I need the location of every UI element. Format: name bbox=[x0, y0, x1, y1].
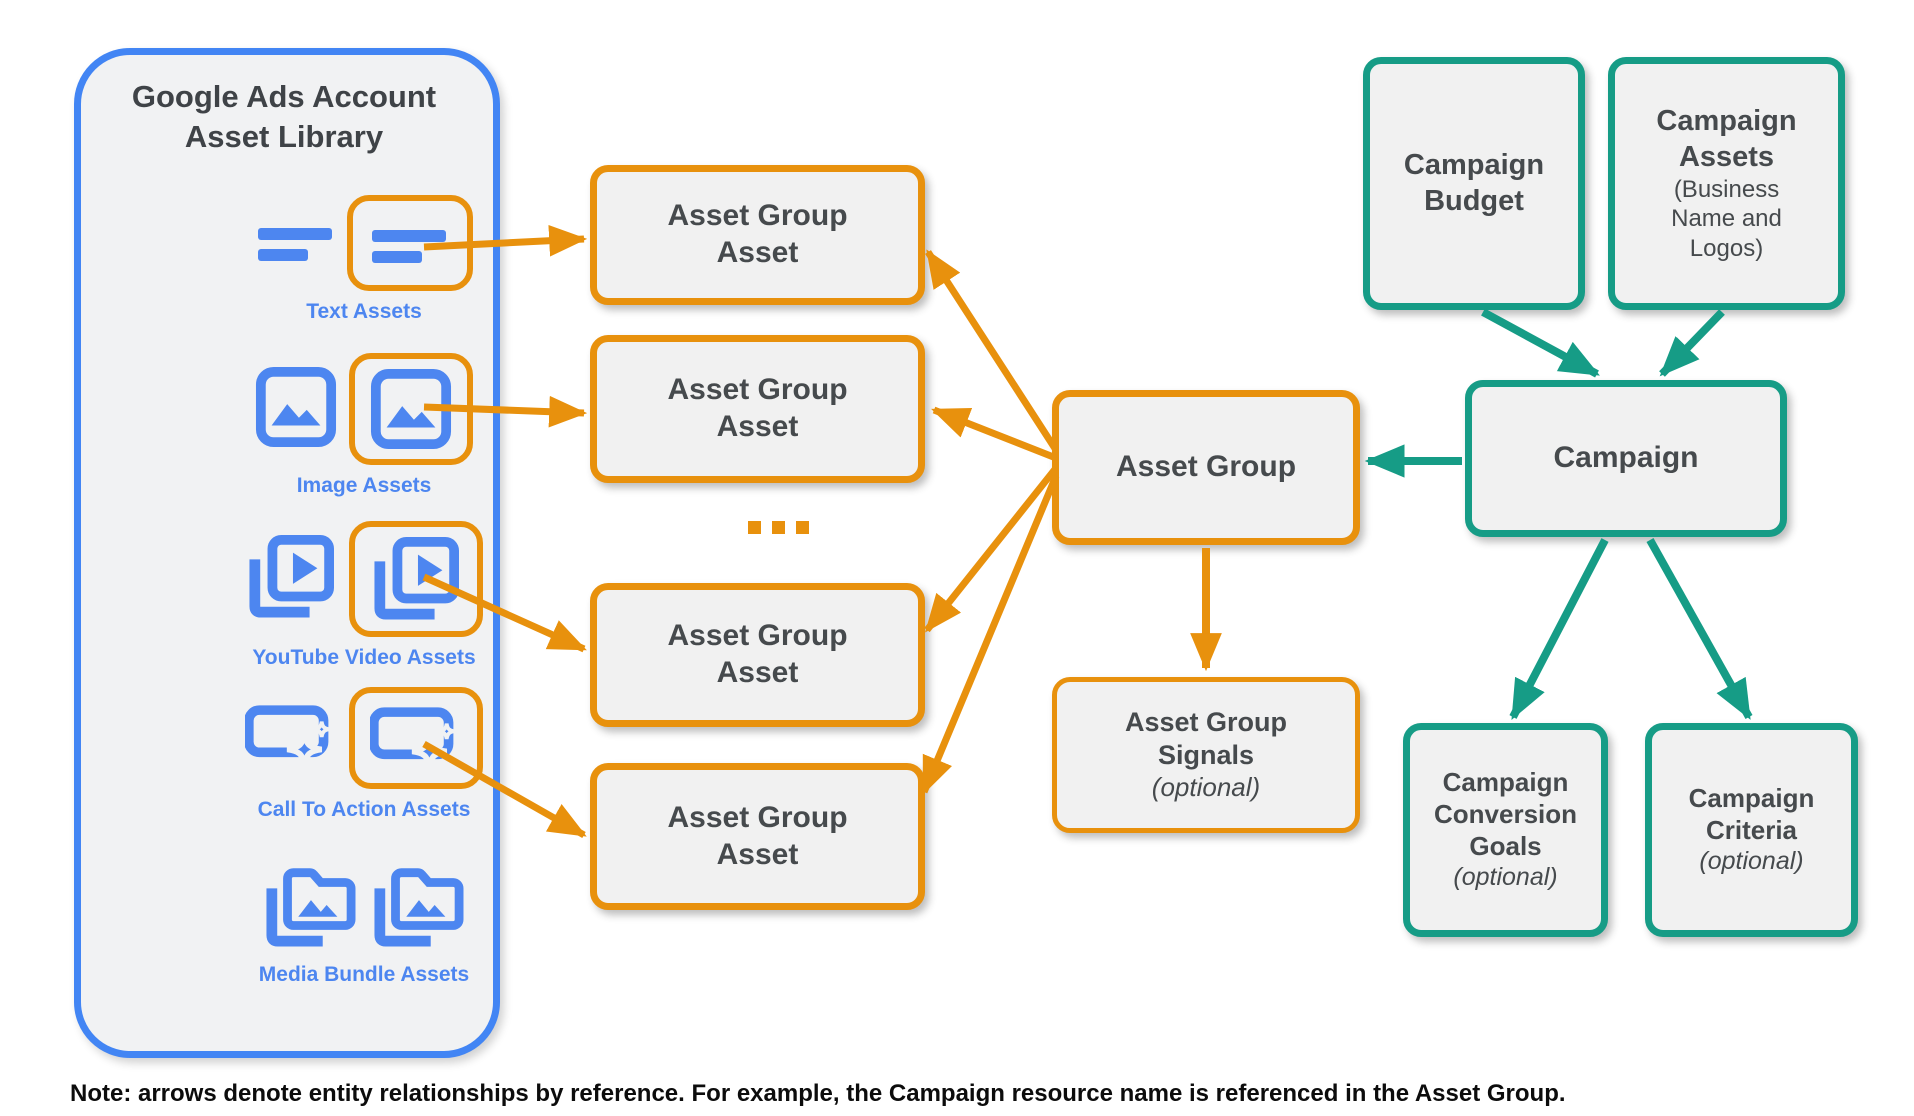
campaign-conversion-goals-qualifier: (optional) bbox=[1453, 863, 1558, 892]
media-bundle-assets-label: Media Bundle Assets bbox=[258, 963, 470, 986]
campaign-criteria-label: Campaign Criteria bbox=[1688, 783, 1815, 845]
library-row-video-assets: YouTube Video Assets bbox=[209, 521, 519, 670]
arrow-asset-group-to-asset-group-asset-4 bbox=[920, 474, 1060, 795]
cta-sparkle-icon-selected bbox=[349, 687, 483, 789]
library-row-image-assets: Image Assets bbox=[209, 353, 519, 498]
media-bundle-folder-icon bbox=[262, 859, 358, 954]
arrow-asset-group-to-asset-group-asset-2 bbox=[931, 406, 1058, 462]
text-lines-icon-selected bbox=[347, 195, 473, 291]
campaign-conversion-goals-label: Campaign Conversion Goals bbox=[1433, 767, 1578, 861]
campaign-assets-label: Campaign Assets bbox=[1656, 105, 1797, 173]
asset-group-asset-box-2: Asset Group Asset bbox=[590, 335, 925, 483]
library-row-media-bundle-assets: Media Bundle Assets bbox=[209, 859, 519, 987]
video-assets-label: YouTube Video Assets bbox=[252, 646, 476, 669]
arrow-campaign-budget-to-campaign bbox=[1481, 308, 1600, 378]
arrow-campaign-to-criteria bbox=[1646, 538, 1753, 720]
cta-sparkle-icon bbox=[244, 700, 337, 777]
cta-assets-icons bbox=[244, 687, 483, 789]
asset-group-signals-label: Asset Group Signals bbox=[1124, 707, 1288, 771]
video-stack-icon bbox=[245, 534, 337, 625]
video-assets-icons bbox=[245, 521, 483, 637]
ellipsis-dots bbox=[748, 521, 809, 534]
asset-group-signals-box: Asset Group Signals (optional) bbox=[1052, 677, 1360, 833]
asset-library-title: Google Ads Account Asset Library bbox=[131, 79, 437, 154]
library-row-cta-assets: Call To Action Assets bbox=[209, 687, 519, 822]
image-assets-icons bbox=[255, 353, 473, 465]
image-icon-selected bbox=[349, 353, 473, 465]
asset-group-asset-label: Asset Group Asset bbox=[667, 800, 848, 871]
asset-group-asset-box-3: Asset Group Asset bbox=[590, 583, 925, 727]
campaign-label: Campaign bbox=[1553, 441, 1699, 475]
asset-group-asset-box-4: Asset Group Asset bbox=[590, 763, 925, 910]
asset-group-asset-label: Asset Group Asset bbox=[667, 373, 848, 443]
campaign-budget-label: Campaign Budget bbox=[1403, 149, 1545, 217]
arrow-campaign-to-conversion-goals bbox=[1509, 538, 1609, 720]
video-stack-icon-selected bbox=[349, 521, 483, 637]
campaign-criteria-box: Campaign Criteria (optional) bbox=[1645, 723, 1858, 937]
image-icon bbox=[255, 366, 337, 453]
cta-assets-label: Call To Action Assets bbox=[257, 798, 471, 821]
footnote: Note: arrows denote entity relationships… bbox=[70, 1080, 1566, 1107]
media-bundle-folder-icon bbox=[370, 859, 466, 954]
arrow-campaign-assets-to-campaign bbox=[1659, 309, 1725, 377]
image-assets-label: Image Assets bbox=[296, 474, 432, 497]
campaign-criteria-qualifier: (optional) bbox=[1699, 847, 1804, 876]
asset-group-asset-box-1: Asset Group Asset bbox=[590, 165, 925, 305]
arrow-asset-group-to-asset-group-asset-3 bbox=[924, 465, 1059, 633]
campaign-box: Campaign bbox=[1465, 380, 1787, 537]
campaign-conversion-goals-box: Campaign Conversion Goals (optional) bbox=[1403, 723, 1608, 937]
campaign-assets-box: Campaign Assets (Business Name and Logos… bbox=[1608, 57, 1845, 310]
text-lines-icon bbox=[255, 208, 335, 279]
campaign-assets-subtitle: (Business Name and Logos) bbox=[1671, 175, 1782, 262]
asset-library-container: Google Ads Account Asset Library Text bbox=[74, 48, 500, 1058]
asset-group-signals-qualifier: (optional) bbox=[1151, 772, 1261, 803]
library-row-text-assets: Text Assets bbox=[209, 195, 519, 324]
arrow-asset-group-to-asset-group-asset-1 bbox=[925, 249, 1059, 452]
campaign-budget-box: Campaign Budget bbox=[1363, 57, 1585, 310]
asset-group-label: Asset Group bbox=[1115, 450, 1297, 484]
asset-group-box: Asset Group bbox=[1052, 390, 1360, 545]
asset-group-asset-label: Asset Group Asset bbox=[667, 619, 848, 689]
asset-group-asset-label: Asset Group Asset bbox=[667, 199, 848, 269]
media-bundle-icons bbox=[262, 859, 466, 954]
text-assets-label: Text Assets bbox=[306, 300, 422, 323]
text-assets-icons bbox=[255, 195, 473, 291]
